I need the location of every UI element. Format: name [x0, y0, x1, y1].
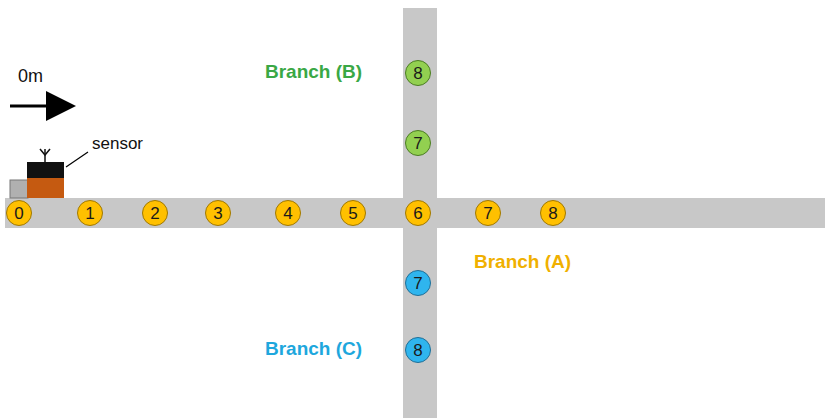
direction-arrow: [10, 105, 70, 108]
position-circle: 3: [205, 200, 231, 226]
position-number: 4: [283, 205, 292, 222]
position-number: 8: [413, 342, 422, 359]
position-number: 7: [413, 275, 422, 292]
position-number: 8: [413, 65, 422, 82]
position-circle: 6: [405, 200, 431, 226]
sensor-label: sensor: [92, 134, 143, 154]
position-circle: 7: [405, 130, 431, 156]
position-number: 7: [413, 135, 422, 152]
position-circle: 5: [340, 200, 366, 226]
branch-label: Branch (C): [265, 338, 362, 360]
cross-pipe: [403, 8, 437, 418]
sensor-leader: [66, 152, 88, 167]
position-number: 8: [548, 205, 557, 222]
sensor-base: [27, 178, 64, 198]
sensor-antenna-tip: [40, 149, 50, 155]
sensor-mount: [10, 180, 28, 198]
position-circle: 8: [405, 60, 431, 86]
position-number: 2: [150, 205, 159, 222]
position-circle: 7: [405, 270, 431, 296]
sensor-head: [27, 162, 64, 178]
branch-label: Branch (B): [265, 61, 362, 83]
position-circle: 0: [6, 200, 32, 226]
position-number: 1: [85, 205, 94, 222]
position-circle: 8: [540, 200, 566, 226]
position-number: 6: [413, 205, 422, 222]
position-number: 7: [483, 205, 492, 222]
position-circle: 8: [405, 337, 431, 363]
main-pipe: [5, 198, 825, 228]
position-circle: 1: [77, 200, 103, 226]
position-number: 3: [213, 205, 222, 222]
position-circle: 2: [142, 200, 168, 226]
position-circle: 7: [475, 200, 501, 226]
distance-origin: 0m: [18, 66, 43, 87]
position-circle: 4: [275, 200, 301, 226]
position-number: 5: [348, 205, 357, 222]
branch-label: Branch (A): [474, 251, 571, 273]
position-number: 0: [14, 205, 23, 222]
